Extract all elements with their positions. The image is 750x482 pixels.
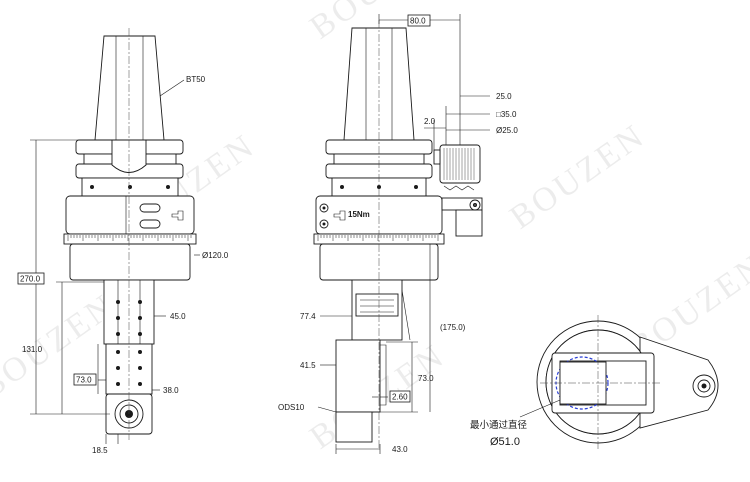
bottom-stop-arm bbox=[639, 336, 719, 429]
bt50-taper bbox=[94, 35, 165, 141]
bottom-view: 最小通过直径 Ø51.0 bbox=[470, 315, 719, 450]
dim-175: (175.0) bbox=[440, 323, 466, 332]
label-ods10: ODS10 bbox=[278, 403, 305, 412]
side-wrench-icon bbox=[333, 210, 346, 221]
dim-25: 25.0 bbox=[496, 92, 512, 101]
wrench-icon bbox=[171, 210, 184, 221]
side-body bbox=[315, 195, 443, 235]
dim-80: 80.0 bbox=[410, 17, 426, 26]
dim-45: 45.0 bbox=[170, 312, 186, 321]
dim-131: 131.0 bbox=[22, 345, 43, 354]
dim-2: 2.0 bbox=[424, 117, 436, 126]
label-bt50: BT50 bbox=[186, 75, 206, 84]
dim-overall-length: 270.0 bbox=[20, 275, 41, 284]
side-view: 15Nm 80.0 25.0 □35.0 bbox=[278, 14, 518, 454]
dim-43: 43.0 bbox=[392, 445, 408, 454]
label-min-pass-value: Ø51.0 bbox=[490, 436, 520, 448]
dim-square-35: □35.0 bbox=[496, 110, 517, 119]
dim-38: 38.0 bbox=[163, 386, 179, 395]
dim-dia-25: Ø25.0 bbox=[496, 126, 518, 135]
dim-73: 73.0 bbox=[76, 376, 92, 385]
front-view: 270.0 131.0 Ø120.0 45.0 73.0 38.0 18.5 B… bbox=[17, 28, 229, 455]
side-lower-head bbox=[335, 339, 381, 413]
dim-73-side: 73.0 bbox=[418, 374, 434, 383]
label-torque: 15Nm bbox=[348, 210, 370, 219]
dim-77-4: 77.4 bbox=[300, 312, 316, 321]
dim-2-60: 2.60 bbox=[392, 393, 408, 402]
dim-18-5: 18.5 bbox=[92, 446, 108, 455]
label-min-pass: 最小通过直径 bbox=[470, 419, 528, 431]
dim-41-5: 41.5 bbox=[300, 361, 316, 370]
watermark-3: BOUZEN bbox=[503, 117, 652, 237]
main-body bbox=[65, 195, 195, 235]
dim-body-dia: Ø120.0 bbox=[202, 251, 229, 260]
